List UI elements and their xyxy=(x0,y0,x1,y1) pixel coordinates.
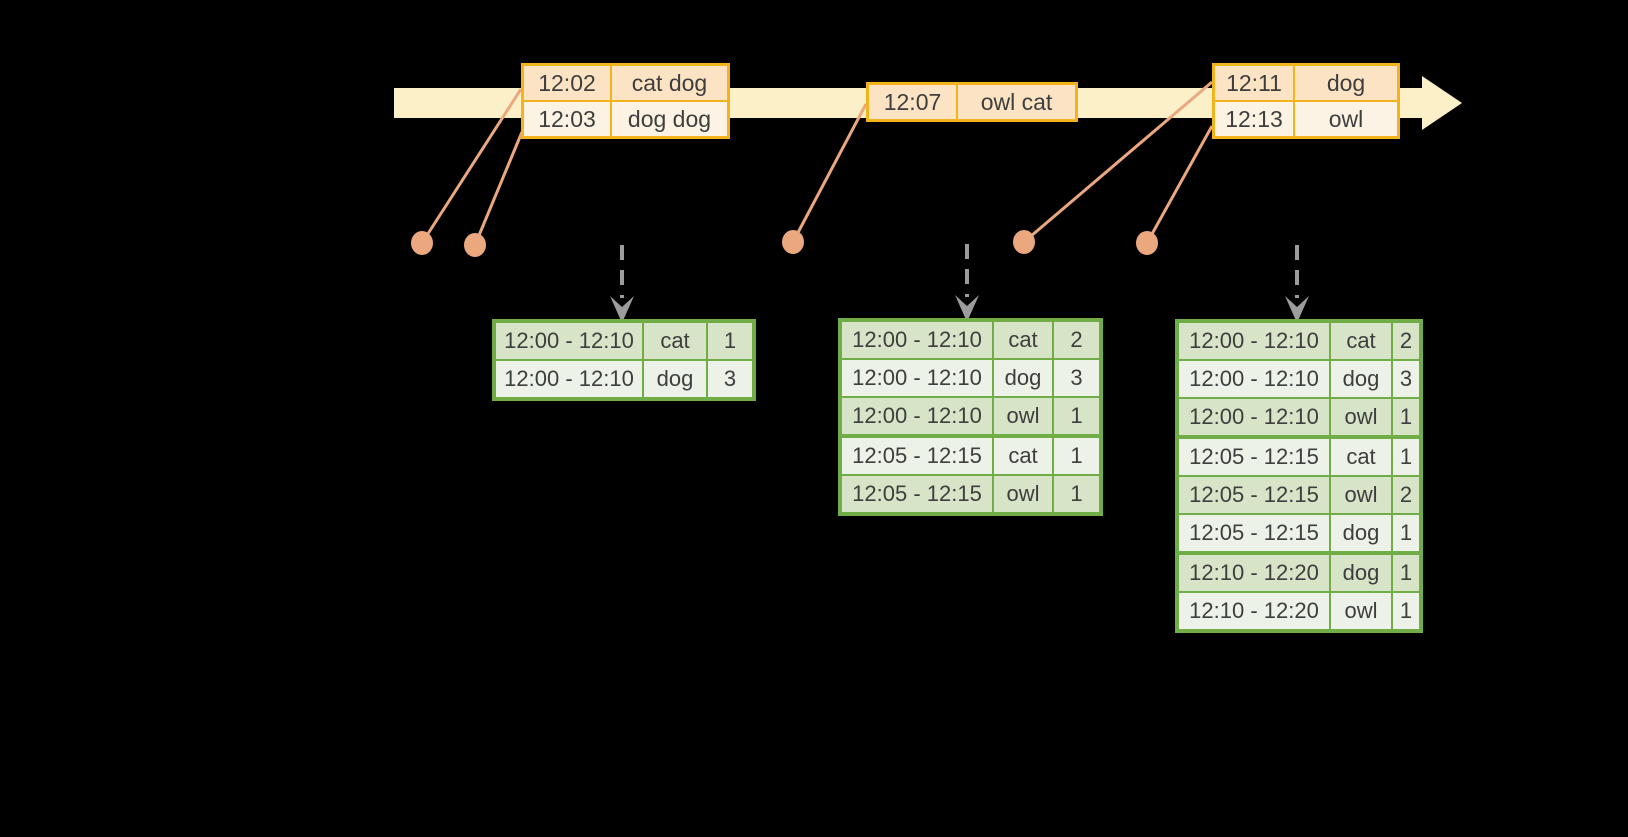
connector-line xyxy=(420,88,523,244)
count-cell: 3 xyxy=(1391,359,1422,399)
result-row: 12:00 - 12:10 dog 3 xyxy=(1176,359,1422,399)
event-time-cell: 12:13 xyxy=(1212,100,1295,139)
result-row: 12:00 - 12:10 owl 1 xyxy=(839,396,1102,437)
result-row: 12:05 - 12:15 cat 1 xyxy=(1176,435,1422,477)
timeline-arrowhead-icon xyxy=(1422,76,1462,130)
window-cell: 12:05 - 12:15 xyxy=(1176,435,1331,477)
result-table: 12:00 - 12:10 cat 2 12:00 - 12:10 dog 3 … xyxy=(1175,319,1423,633)
connector-line xyxy=(473,131,524,246)
event-time-cell: 12:11 xyxy=(1212,63,1295,102)
word-cell: cat xyxy=(642,320,708,361)
result-row: 12:10 - 12:20 dog 1 xyxy=(1176,551,1422,593)
count-cell: 1 xyxy=(1391,435,1422,477)
connector-line xyxy=(791,103,868,243)
event-row: 12:07 owl cat xyxy=(866,82,1078,122)
event-dot xyxy=(1013,230,1035,254)
count-cell: 1 xyxy=(1052,474,1102,515)
window-cell: 12:00 - 12:10 xyxy=(493,359,644,400)
result-row: 12:05 - 12:15 cat 1 xyxy=(839,434,1102,476)
word-cell: dog xyxy=(642,359,708,400)
word-cell: dog xyxy=(1329,513,1393,554)
event-words-cell: dog dog xyxy=(610,100,730,139)
window-cell: 12:00 - 12:10 xyxy=(1176,320,1331,361)
dashed-down-arrow-icon xyxy=(610,245,634,323)
word-cell: dog xyxy=(1329,359,1393,399)
result-row: 12:00 - 12:10 dog 3 xyxy=(839,358,1102,398)
count-cell: 1 xyxy=(1052,434,1102,476)
dashed-down-arrow-icon xyxy=(1285,245,1309,323)
result-row: 12:05 - 12:15 owl 1 xyxy=(839,474,1102,515)
word-cell: owl xyxy=(1329,397,1393,438)
result-row: 12:05 - 12:15 owl 2 xyxy=(1176,475,1422,515)
word-cell: cat xyxy=(1329,320,1393,361)
window-cell: 12:00 - 12:10 xyxy=(493,320,644,361)
window-cell: 12:10 - 12:20 xyxy=(1176,551,1331,593)
count-cell: 3 xyxy=(706,359,755,400)
event-time-cell: 12:03 xyxy=(521,100,612,139)
count-cell: 2 xyxy=(1052,319,1102,360)
word-cell: cat xyxy=(992,319,1054,360)
window-cell: 12:00 - 12:10 xyxy=(1176,359,1331,399)
count-cell: 1 xyxy=(706,320,755,361)
connector-line xyxy=(1023,80,1213,244)
word-cell: owl xyxy=(992,474,1054,515)
window-cell: 12:00 - 12:10 xyxy=(839,358,994,398)
result-row: 12:00 - 12:10 cat 2 xyxy=(839,319,1102,360)
count-cell: 2 xyxy=(1391,475,1422,515)
event-table: 12:11 dog 12:13 owl xyxy=(1212,63,1400,139)
count-cell: 1 xyxy=(1391,591,1422,632)
count-cell: 2 xyxy=(1391,320,1422,361)
count-cell: 1 xyxy=(1052,396,1102,437)
event-words-cell: owl xyxy=(1293,100,1400,139)
window-cell: 12:05 - 12:15 xyxy=(839,434,994,476)
count-cell: 1 xyxy=(1391,551,1422,593)
event-dot xyxy=(411,231,433,255)
word-cell: owl xyxy=(992,396,1054,437)
event-dot xyxy=(1136,231,1158,255)
result-table: 12:00 - 12:10 cat 2 12:00 - 12:10 dog 3 … xyxy=(838,318,1103,516)
word-cell: cat xyxy=(992,434,1054,476)
event-time-cell: 12:07 xyxy=(866,82,958,122)
word-cell: cat xyxy=(1329,435,1393,477)
window-cell: 12:05 - 12:15 xyxy=(1176,513,1331,554)
event-time-cell: 12:02 xyxy=(521,63,612,102)
window-cell: 12:00 - 12:10 xyxy=(1176,397,1331,438)
count-cell: 1 xyxy=(1391,397,1422,438)
event-table: 12:02 cat dog 12:03 dog dog xyxy=(521,63,730,139)
result-table: 12:00 - 12:10 cat 1 12:00 - 12:10 dog 3 xyxy=(492,319,756,401)
word-cell: dog xyxy=(992,358,1054,398)
result-row: 12:00 - 12:10 owl 1 xyxy=(1176,397,1422,438)
dashed-down-arrow-icon xyxy=(955,244,979,322)
event-row: 12:13 owl xyxy=(1212,100,1400,139)
event-words-cell: cat dog xyxy=(610,63,730,102)
event-words-cell: dog xyxy=(1293,63,1400,102)
window-cell: 12:05 - 12:15 xyxy=(839,474,994,515)
event-table: 12:07 owl cat xyxy=(866,82,1078,122)
window-cell: 12:00 - 12:10 xyxy=(839,319,994,360)
window-cell: 12:00 - 12:10 xyxy=(839,396,994,437)
event-row: 12:11 dog xyxy=(1212,63,1400,102)
event-row: 12:03 dog dog xyxy=(521,100,730,139)
result-row: 12:05 - 12:15 dog 1 xyxy=(1176,513,1422,554)
connector-line xyxy=(1145,125,1214,244)
result-row: 12:10 - 12:20 owl 1 xyxy=(1176,591,1422,632)
count-cell: 3 xyxy=(1052,358,1102,398)
count-cell: 1 xyxy=(1391,513,1422,554)
word-cell: owl xyxy=(1329,475,1393,515)
word-cell: dog xyxy=(1329,551,1393,593)
word-cell: owl xyxy=(1329,591,1393,632)
event-dot xyxy=(782,230,804,254)
event-row: 12:02 cat dog xyxy=(521,63,730,102)
result-row: 12:00 - 12:10 cat 1 xyxy=(493,320,755,361)
result-row: 12:00 - 12:10 dog 3 xyxy=(493,359,755,400)
event-words-cell: owl cat xyxy=(956,82,1078,122)
event-dot xyxy=(464,233,486,257)
window-cell: 12:10 - 12:20 xyxy=(1176,591,1331,632)
result-row: 12:00 - 12:10 cat 2 xyxy=(1176,320,1422,361)
window-cell: 12:05 - 12:15 xyxy=(1176,475,1331,515)
